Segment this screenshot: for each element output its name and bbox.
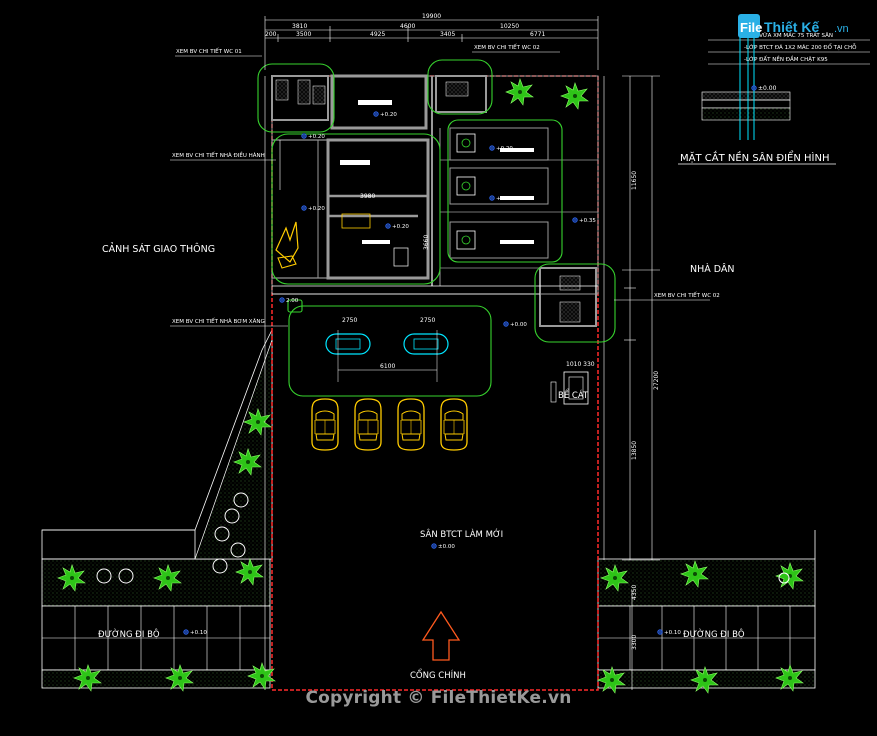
dim-top-1a: 3810 <box>292 23 307 30</box>
dim-top-2c: 4925 <box>370 31 385 38</box>
legend-line-2: -LỚP BTCT ĐÁ 1X2 MÁC 200 ĐỔ TẠI CHỖ <box>744 43 857 51</box>
lvl-pump-area: +0.00 <box>510 322 527 328</box>
main-gate-arrow-icon <box>421 610 461 661</box>
dim-top-2a: 200 <box>265 31 277 38</box>
dim-office-a: 3980 <box>360 193 375 200</box>
right-dimension-lines <box>622 75 660 690</box>
dim-top-1c: 10250 <box>500 23 519 30</box>
dim-bottom-left: 4350 <box>631 585 638 600</box>
lvl-right-sidewalk: +0.10 <box>664 630 681 636</box>
lvl-left-sidewalk: +0.10 <box>190 630 207 636</box>
lvl-garage-mid: +0.20 <box>496 196 513 202</box>
dim-right-lower: 13850 <box>631 441 638 460</box>
fuel-pump-islands <box>325 330 449 382</box>
lvl-corner: 2.00 <box>286 298 299 304</box>
copyright-watermark: Copyright © FileThietKe.vn <box>305 688 572 708</box>
dim-bottom-right: 3300 <box>631 635 638 650</box>
level-markers: +0.20 +0.20 +0.20 +0.20 +0.35 +0.20 +0.2… <box>183 111 681 636</box>
dim-pump1: 2750 <box>342 317 357 324</box>
dim-top-1b: 4600 <box>400 23 415 30</box>
ref-wc1[interactable]: XEM BV CHI TIẾT WC 01 <box>176 47 242 55</box>
lvl-left-wing: +0.20 <box>308 134 325 140</box>
ref-dieu-hanh[interactable]: XEM BV CHI TIẾT NHÀ ĐIỀU HÀNH <box>172 151 265 159</box>
sand-bin <box>550 371 589 405</box>
ref-wc2-right[interactable]: XEM BV CHI TIẾT WC 02 <box>654 291 720 299</box>
label-canh-sat: CẢNH SÁT GIAO THÔNG <box>102 243 215 255</box>
top-dimension-lines <box>264 16 599 70</box>
filethietke-logo: File Thiết Kế .vn <box>738 14 849 38</box>
dim-courtyard: 6100 <box>380 363 395 370</box>
reference-leaders <box>170 51 710 327</box>
dim-office-b: 3660 <box>423 235 430 250</box>
label-cong-chinh: CỔNG CHÍNH <box>410 668 466 681</box>
label-san: SÂN BTCT LÀM MỚI <box>420 528 503 540</box>
left-sidewalk <box>41 329 273 689</box>
ref-wc2-top[interactable]: XEM BV CHI TIẾT WC 02 <box>474 43 540 51</box>
section-level: ±0.00 <box>758 85 777 92</box>
dim-be-cat: 1010 330 <box>566 361 595 368</box>
lvl-office2: +0.20 <box>392 224 409 230</box>
label-duong-di-bo-right: ĐƯỜNG ĐI BỘ <box>683 628 745 640</box>
ref-bom-xang[interactable]: XEM BV CHI TIẾT NHÀ BƠM XĂNG <box>172 317 265 325</box>
lvl-office: +0.20 <box>308 206 325 212</box>
dim-top-2b: 3500 <box>296 31 311 38</box>
lvl-right-side: +0.35 <box>579 218 596 224</box>
label-nha-dan: NHÀ DÂN <box>690 263 735 275</box>
shrub-circles <box>96 492 790 584</box>
label-be-cat: BỂ CÁT <box>558 388 589 401</box>
legend-line-1: -LỚP VỮA XM MÁC 75 TRÁT SÂN <box>744 32 833 39</box>
label-duong-di-bo-left: ĐƯỜNG ĐI BỘ <box>98 628 160 640</box>
svg-text:Thiết Kế: Thiết Kế <box>764 19 819 35</box>
dim-right-upper: 11650 <box>631 171 638 190</box>
dim-top-total: 19900 <box>422 13 441 20</box>
section-detail <box>678 30 870 165</box>
label-mat-cat: MẶT CẮT NỀN SÂN ĐIỂN HÌNH <box>680 150 830 164</box>
svg-text:File: File <box>740 20 762 35</box>
lvl-garage-top: +0.20 <box>496 146 513 152</box>
lvl-room-top: +0.20 <box>380 112 397 118</box>
lvl-yard: ±0.00 <box>438 544 455 550</box>
legend-line-3: -LỚP ĐẤT NỀN ĐẦM CHẶT K95 <box>744 55 828 63</box>
dim-right-total: 27200 <box>653 371 660 390</box>
dim-pump2: 2750 <box>420 317 435 324</box>
dim-top-2d: 3405 <box>440 31 455 38</box>
svg-text:.vn: .vn <box>834 23 849 35</box>
detail-outlines <box>257 59 616 397</box>
dim-top-2e: 6771 <box>530 31 545 38</box>
